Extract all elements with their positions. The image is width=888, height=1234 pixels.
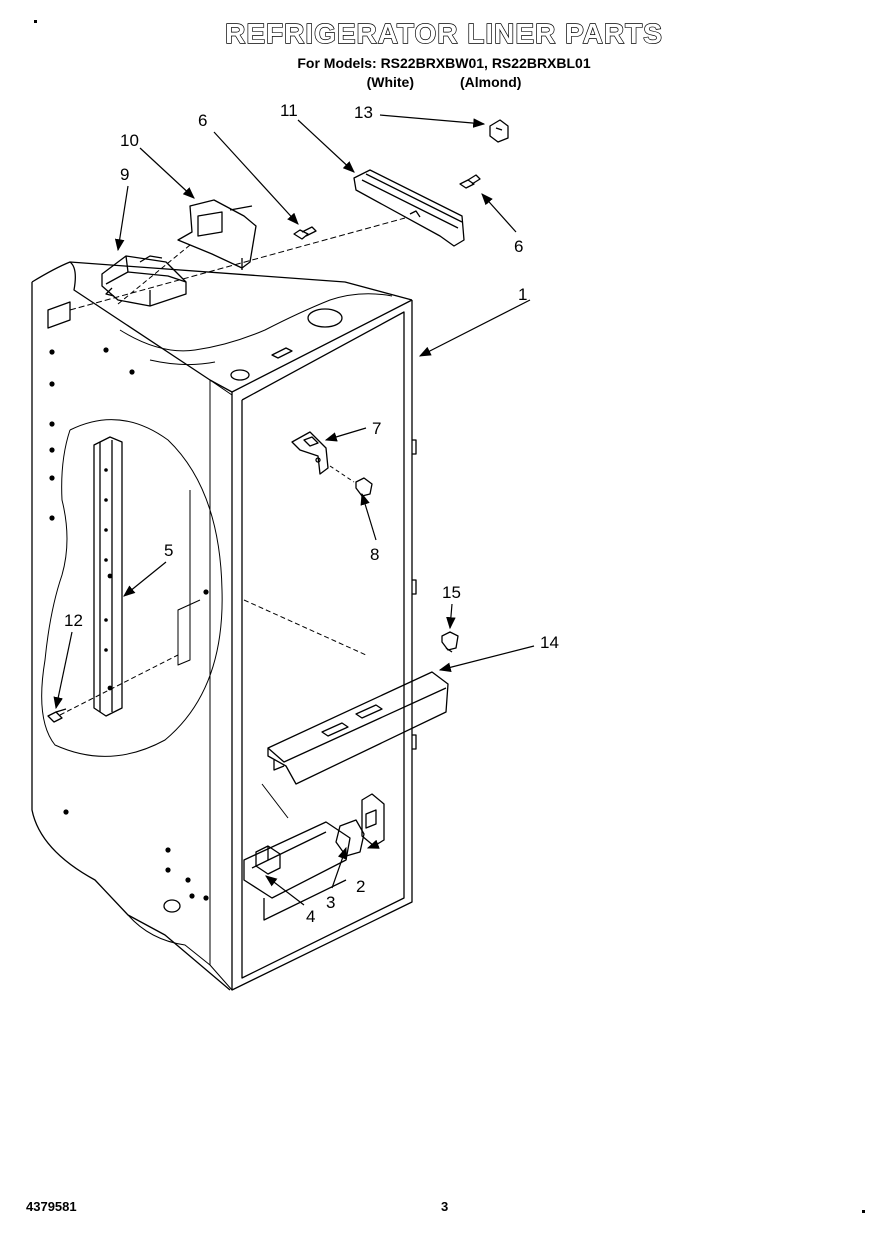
callout-8: 8 xyxy=(370,545,379,564)
bracket-7 xyxy=(291,431,329,475)
cover-support-14 xyxy=(267,671,449,785)
block-4 xyxy=(255,845,281,875)
variant-white: (White) xyxy=(366,74,414,90)
page-number: 3 xyxy=(441,1199,449,1214)
control-housing xyxy=(101,255,187,307)
registration-mark xyxy=(34,20,37,23)
leader-12 xyxy=(53,631,73,710)
leader-3 xyxy=(331,846,347,889)
leader-13 xyxy=(379,114,486,128)
callout-9: 9 xyxy=(120,165,129,184)
top-rail xyxy=(353,169,465,247)
callout-11: 11 xyxy=(280,101,298,120)
leader-1 xyxy=(418,299,531,357)
leader-2 xyxy=(366,839,380,849)
registration-mark xyxy=(862,1210,865,1213)
detail-bubble xyxy=(41,419,223,757)
clip-13 xyxy=(489,119,509,143)
screw-6-right xyxy=(459,174,481,189)
callout-5: 5 xyxy=(164,541,173,560)
leader-11 xyxy=(297,119,355,173)
leader-15 xyxy=(446,603,456,630)
callout-7: 7 xyxy=(372,419,381,438)
bracket-3 xyxy=(335,819,365,857)
callout-6-right: 6 xyxy=(514,237,523,256)
callout-6-left: 6 xyxy=(198,111,207,130)
callout-14: 14 xyxy=(540,633,559,652)
bracket-10 xyxy=(177,199,257,270)
leader-9 xyxy=(114,185,129,252)
callout-12: 12 xyxy=(64,611,83,630)
callout-4: 4 xyxy=(306,907,315,926)
color-variants: (White) (Almond) xyxy=(0,74,888,90)
fastener-15 xyxy=(441,631,459,653)
leader-10 xyxy=(139,147,195,199)
screw-12 xyxy=(47,708,67,723)
callout-15: 15 xyxy=(442,583,461,602)
callout-2: 2 xyxy=(356,877,365,896)
screw-6-left xyxy=(293,226,317,240)
leader-7 xyxy=(324,427,367,442)
leader-5 xyxy=(123,561,167,597)
leader-8 xyxy=(360,492,377,541)
bracket-2 xyxy=(361,793,385,847)
leader-4 xyxy=(265,875,305,906)
callout-10: 10 xyxy=(120,131,139,150)
variant-almond: (Almond) xyxy=(460,74,522,90)
leader-6-left xyxy=(213,131,299,225)
callout-3: 3 xyxy=(326,893,335,912)
bottom-channel xyxy=(243,783,351,921)
leader-14 xyxy=(438,645,535,672)
page-title: REFRIGERATOR LINER PARTS xyxy=(224,17,663,49)
document-number: 4379581 xyxy=(26,1199,77,1214)
models-line: For Models: RS22BRXBW01, RS22BRXBL01 xyxy=(297,55,591,71)
leader-6-right xyxy=(481,193,517,233)
liner-shell xyxy=(31,217,417,991)
screw-8 xyxy=(329,465,373,497)
callout-13: 13 xyxy=(354,103,373,122)
side-rail xyxy=(93,436,123,717)
callout-1: 1 xyxy=(518,285,527,304)
